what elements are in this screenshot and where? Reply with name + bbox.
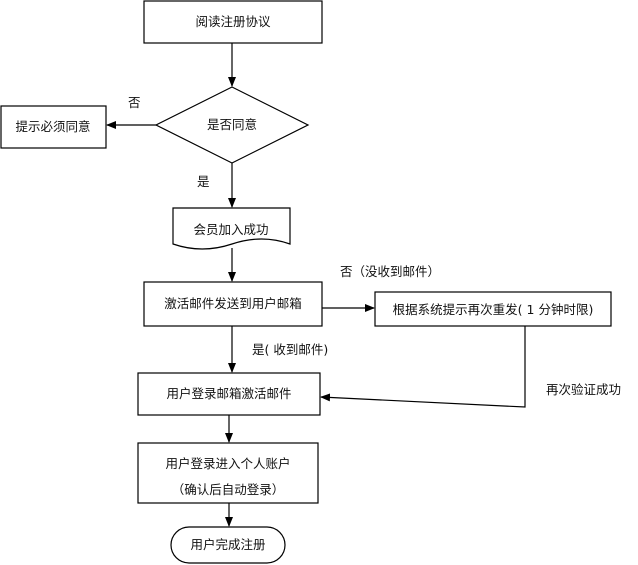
node-send-activation-label: 激活邮件发送到用户邮箱 — [164, 296, 302, 311]
node-enter-account-line2: （确认后自动登录） — [172, 482, 285, 497]
decision-agree: 是否同意 — [154, 86, 310, 164]
node-send-activation: 激活邮件发送到用户邮箱 — [143, 281, 323, 327]
decision-agree-label: 是否同意 — [207, 117, 257, 132]
node-enter-account-line1: 用户登录进入个人账户 — [165, 456, 290, 471]
node-read-agreement-label: 阅读注册协议 — [195, 14, 271, 29]
node-must-agree-label: 提示必须同意 — [15, 119, 90, 134]
node-resend: 根据系统提示再次重发( 1 分钟时限) — [374, 291, 612, 327]
node-login-activate: 用户登录邮箱激活邮件 — [137, 372, 321, 416]
node-complete-label: 用户完成注册 — [190, 537, 265, 552]
node-login-activate-label: 用户登录邮箱激活邮件 — [166, 386, 291, 401]
edge-label-resend-success: 再次验证成功 — [546, 382, 621, 397]
node-must-agree: 提示必须同意 — [0, 105, 107, 149]
node-member-joined-label: 会员加入成功 — [193, 222, 268, 237]
node-resend-label: 根据系统提示再次重发( 1 分钟时限) — [393, 302, 594, 317]
node-complete: 用户完成注册 — [170, 526, 286, 564]
edges — [106, 43, 526, 527]
edge-label-no: 否 — [128, 95, 141, 110]
node-member-joined: 会员加入成功 — [172, 207, 291, 250]
node-enter-account: 用户登录进入个人账户 （确认后自动登录） — [137, 442, 319, 504]
edge-resend-success — [320, 326, 526, 408]
edge-label-yes: 是 — [197, 174, 210, 189]
edge-label-received: 是( 收到邮件) — [252, 342, 328, 357]
edge-label-not-received: 否（没收到邮件） — [340, 264, 440, 279]
node-read-agreement: 阅读注册协议 — [143, 0, 323, 44]
